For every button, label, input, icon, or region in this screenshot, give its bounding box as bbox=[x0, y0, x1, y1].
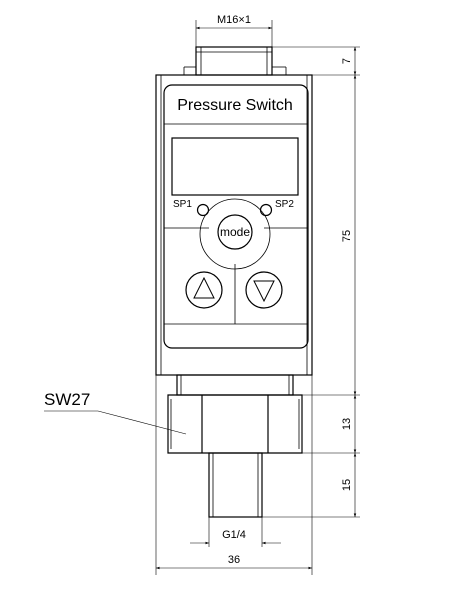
wrench-size-leader bbox=[44, 410, 187, 435]
hex-nut bbox=[167, 394, 303, 454]
sp2-label: SP2 bbox=[275, 199, 294, 210]
right-dimension-lines bbox=[262, 46, 360, 518]
dimension-process-thread-label: G1/4 bbox=[222, 529, 246, 541]
dimension-thread-length: 15 bbox=[341, 479, 353, 491]
dimension-body-height: 75 bbox=[341, 230, 353, 242]
wrench-size-label: SW27 bbox=[44, 390, 90, 409]
threaded-stem bbox=[208, 452, 263, 518]
sp1-led bbox=[196, 203, 210, 217]
mode-button[interactable] bbox=[217, 214, 253, 250]
up-button[interactable] bbox=[185, 271, 223, 309]
sp2-led bbox=[259, 203, 273, 217]
dimension-top-thread bbox=[195, 20, 273, 47]
top-connector bbox=[183, 46, 287, 76]
sp1-label: SP1 bbox=[173, 199, 192, 210]
dimension-hex-height: 13 bbox=[341, 418, 353, 430]
up-arrow-icon bbox=[193, 276, 215, 299]
dimension-overall-width bbox=[155, 375, 313, 575]
neck bbox=[176, 374, 294, 396]
mode-button-label: mode bbox=[220, 225, 250, 239]
dimension-overall-width-label: 36 bbox=[228, 554, 240, 566]
dimension-process-thread bbox=[190, 517, 281, 547]
down-button[interactable] bbox=[245, 271, 283, 309]
down-arrow-icon bbox=[253, 280, 275, 303]
dimension-top-height: 7 bbox=[341, 58, 353, 64]
mode-button-ring bbox=[199, 198, 271, 270]
lcd-display bbox=[171, 137, 299, 196]
housing bbox=[155, 74, 313, 376]
dimension-top-thread-label: M16×1 bbox=[217, 14, 251, 26]
device-title: Pressure Switch bbox=[177, 97, 293, 114]
